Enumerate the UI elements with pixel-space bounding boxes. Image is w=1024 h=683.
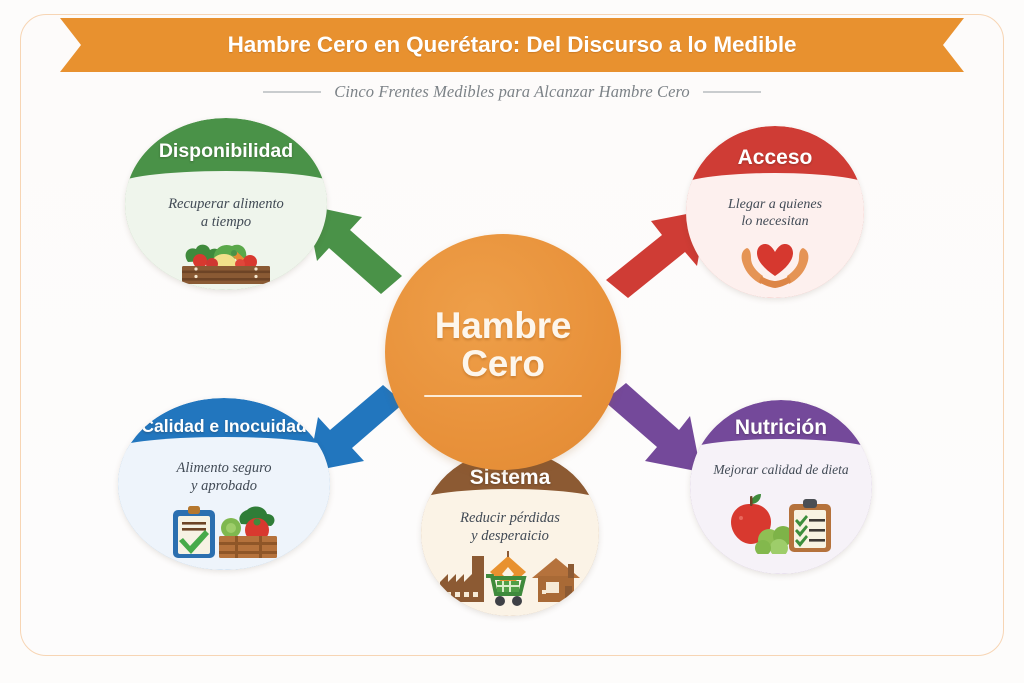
node-disponibilidad[interactable]: Disponibilidad Recuperar alimento a tiem… xyxy=(125,118,327,290)
node-nutricion[interactable]: Nutrición Mejorar calidad de dieta xyxy=(690,400,872,574)
node-title: Disponibilidad xyxy=(158,140,294,162)
node-acceso[interactable]: Acceso Llegar a quienes lo necesitan xyxy=(686,126,864,298)
hub-label-line1: Hambre xyxy=(434,304,572,346)
node-title: Sistema xyxy=(469,466,551,489)
node-subtitle-line2: y desperaicio xyxy=(471,527,549,544)
node-subtitle-line1: Reducir pérdidas xyxy=(460,510,560,526)
title-banner: Hambre Cero en Querétaro: Del Discurso a… xyxy=(60,18,964,72)
hub-label: Hambre Cero xyxy=(434,304,572,385)
node-title: Acceso xyxy=(737,146,813,169)
hub-underline xyxy=(424,394,582,398)
node-subtitle: Alimento seguro y aprobado xyxy=(118,460,330,495)
subtitle-row: Cinco Frentes Medibles para Alcanzar Ham… xyxy=(0,82,1024,102)
subtitle-rule-right xyxy=(702,91,761,93)
node-subtitle-line2: y aprobado xyxy=(191,477,257,494)
page-title: Hambre Cero en Querétaro: Del Discurso a… xyxy=(227,32,797,57)
clipboard-check-produce-icon xyxy=(118,502,330,560)
apple-clipboard-checklist-icon xyxy=(690,488,872,554)
node-subtitle: Llegar a quienes lo necesitan xyxy=(686,196,864,230)
hub-label-line2: Cero xyxy=(461,343,545,385)
node-title: Nutrición xyxy=(734,416,828,439)
node-body xyxy=(686,173,864,298)
node-subtitle-line1: Mejorar calidad de dieta xyxy=(713,462,849,477)
node-subtitle-line2: lo necesitan xyxy=(741,214,809,230)
node-subtitle-line2: a tiempo xyxy=(200,213,252,230)
node-subtitle-line1: Alimento seguro xyxy=(176,460,272,476)
hub-hambre-cero[interactable]: Hambre Cero xyxy=(385,234,621,470)
page-subtitle: Cinco Frentes Medibles para Alcanzar Ham… xyxy=(334,82,690,101)
node-subtitle: Mejorar calidad de dieta xyxy=(690,462,872,478)
node-sistema[interactable]: Sistema Reducir pérdidas y desperaicio xyxy=(421,450,599,616)
node-title: Calidad e Inocuidad xyxy=(141,416,307,436)
produce-crate-icon xyxy=(125,238,327,286)
node-calidad-e-inocuidad[interactable]: Calidad e Inocuidad Alimento seguro y ap… xyxy=(118,398,330,570)
node-subtitle-line1: Recuperar alimento xyxy=(168,196,284,212)
node-subtitle-line1: Llegar a quienes xyxy=(727,197,823,212)
factory-cart-house-icon xyxy=(421,550,599,608)
node-subtitle: Recuperar alimento a tiempo xyxy=(125,196,327,231)
hands-holding-heart-icon xyxy=(686,238,864,292)
ribbon-shape-icon xyxy=(60,18,964,72)
subtitle-rule-left xyxy=(263,91,322,93)
node-subtitle: Reducir pérdidas y desperaicio xyxy=(421,510,599,545)
